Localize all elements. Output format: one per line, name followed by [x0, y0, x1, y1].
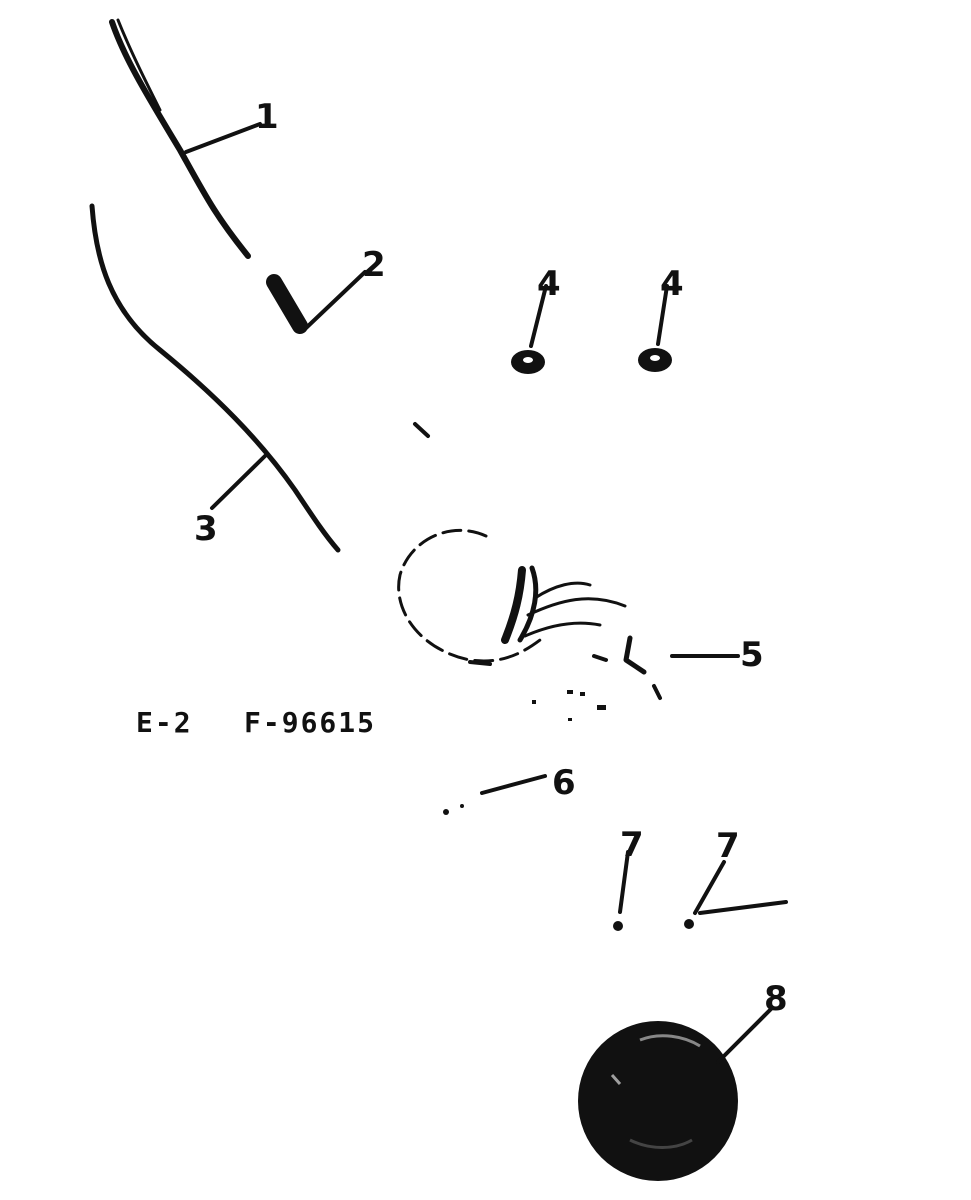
leader-2 — [304, 270, 367, 330]
leader-4b — [656, 284, 669, 346]
callout-7b: 7 — [716, 826, 740, 866]
leader-4a — [529, 284, 548, 348]
part-8-knob — [578, 1021, 738, 1181]
part-4-grommet-left — [511, 350, 545, 374]
callout-3: 3 — [194, 509, 218, 549]
leader-1 — [184, 122, 262, 154]
figure-code-right: F-96615 — [244, 706, 376, 739]
fragment-mark — [413, 422, 430, 438]
leader-8 — [716, 1006, 774, 1064]
part-1-upper-wire — [109, 18, 251, 259]
part-6-screw — [443, 804, 464, 815]
part-4-grommet-right — [638, 348, 672, 372]
callout-4a: 4 — [537, 264, 561, 304]
leader-7a — [618, 850, 630, 914]
part-7-pin-right — [684, 919, 694, 929]
leader-7b — [693, 860, 726, 915]
callout-7a: 7 — [620, 825, 644, 865]
part-2-connector-clip — [266, 274, 308, 334]
central-assembly — [397, 529, 627, 666]
leader-3 — [210, 454, 267, 510]
part-5-terminal-clip — [592, 635, 662, 700]
leader-6 — [480, 774, 547, 795]
hardware-dots — [532, 690, 606, 721]
part-7-pin-left — [613, 921, 623, 931]
callout-6: 6 — [552, 763, 576, 803]
callout-4b: 4 — [660, 264, 684, 304]
callout-2: 2 — [362, 245, 386, 285]
callout-8: 8 — [764, 979, 788, 1019]
part-3-lower-wire — [89, 203, 341, 553]
figure-code-left: E-2 — [136, 706, 193, 739]
callout-1: 1 — [255, 97, 279, 137]
callout-5: 5 — [740, 635, 764, 675]
leader-7b-extension — [698, 900, 788, 915]
